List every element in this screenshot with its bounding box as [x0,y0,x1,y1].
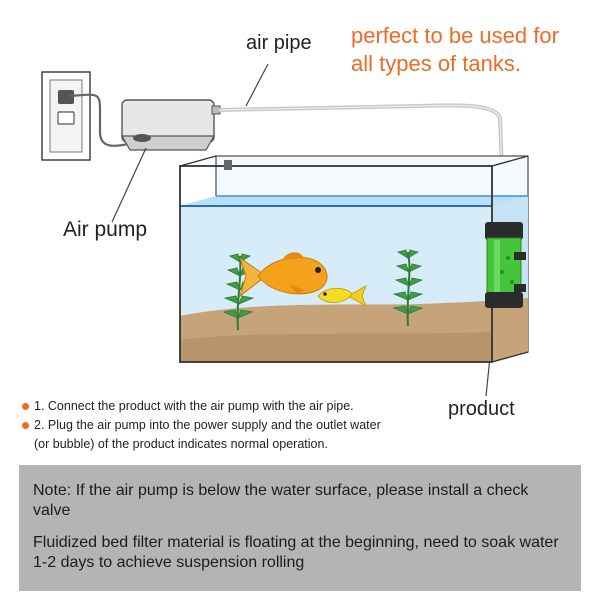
note-paragraph-2: Fluidized bed filter material is floatin… [33,534,559,571]
headline: perfect to be used for all types of tank… [351,22,591,78]
filter-product-icon [485,222,526,308]
headline-line-1: perfect to be used for [351,23,559,48]
air-pipe-pointer [245,63,269,107]
product-label: product [448,398,515,420]
bullet-dot-icon [22,403,29,410]
plant-left-icon [222,253,255,331]
bullet-dot-icon [22,422,29,429]
step-2: 2. Plug the air pump into the power supp… [20,416,440,454]
note-paragraph-1: Note: If the air pump is below the water… [33,482,529,519]
power-cord [69,93,129,147]
air-pump-icon [120,99,221,151]
aquarium-tank [179,155,529,363]
air-pump-pointer [111,147,147,223]
yellow-fish-icon [317,285,367,307]
air-pump-label: Air pump [63,218,148,241]
instruction-steps: 1. Connect the product with the air pump… [20,397,440,454]
orange-fish-icon [239,252,328,298]
step-1: 1. Connect the product with the air pump… [20,397,440,416]
note-box: Note: If the air pump is below the water… [19,465,581,591]
headline-line-2: all types of tanks. [351,51,521,76]
step-2-continuation: (or bubble) of the product indicates nor… [34,437,328,451]
plant-right-icon [392,249,424,327]
step-2-text: 2. Plug the air pump into the power supp… [34,418,381,432]
step-1-text: 1. Connect the product with the air pump… [34,399,354,413]
wall-outlet-icon [41,71,91,161]
air-pipe-label: air pipe [246,32,312,54]
